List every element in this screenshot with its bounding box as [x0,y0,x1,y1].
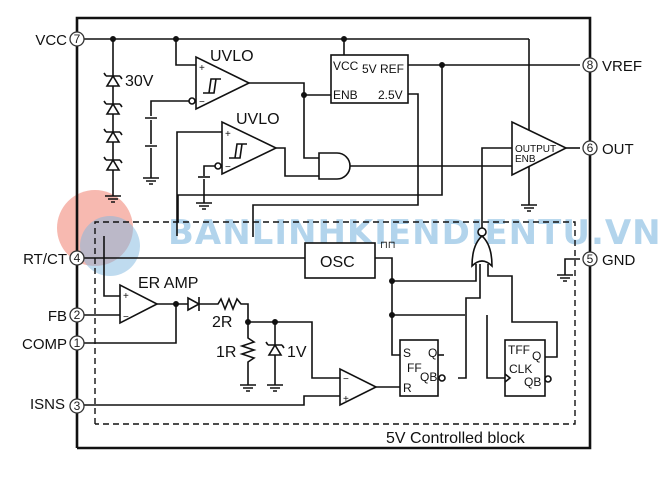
uvlo-comparator-1: UVLO + − [143,39,331,185]
oscillator: OSC ⊓⊓ [84,240,505,379]
svg-text:ENB: ENB [333,88,358,102]
controlled-block-outline [94,221,576,425]
svg-text:ER AMP: ER AMP [138,275,198,292]
pin-rt-ct: 4 RT/CT [23,250,85,268]
svg-text:QB: QB [524,375,541,389]
svg-text:7: 7 [74,32,81,46]
svg-text:2: 2 [74,308,81,322]
svg-text:2.5V: 2.5V [378,88,403,102]
svg-text:R: R [403,381,412,395]
svg-text:VCC: VCC [35,32,67,49]
svg-text:TFF: TFF [508,343,530,357]
error-amplifier: ER AMP + − 2R 1R 1V [84,236,340,392]
svg-text:UVLO: UVLO [236,111,280,128]
svg-text:OSC: OSC [320,254,355,271]
svg-text:OUTPUT: OUTPUT [515,144,556,155]
pin-isns: 3 ISNS [30,396,85,414]
svg-text:FF: FF [407,361,422,375]
svg-text:ENB: ENB [515,154,536,165]
svg-text:+: + [123,291,129,302]
svg-text:−: − [343,374,349,385]
svg-text:RT/CT: RT/CT [23,251,67,268]
svg-text:6: 6 [587,141,594,155]
svg-text:−: − [225,162,231,173]
svg-text:COMP: COMP [22,336,67,353]
svg-text:+: + [225,129,231,140]
svg-text:OUT: OUT [602,141,634,158]
and-gate [318,152,512,180]
svg-text:ISNS: ISNS [30,396,65,413]
pin-fb: 2 FB [48,307,85,325]
svg-text:+: + [343,394,349,405]
svg-text:2R: 2R [212,314,232,331]
controlled-block-label: 5V Controlled block [386,430,526,447]
svg-text:Q: Q [532,349,541,363]
svg-text:4: 4 [74,251,81,265]
svg-text:+: + [199,63,205,74]
svg-text:⊓⊓: ⊓⊓ [380,240,396,251]
svg-text:FB: FB [48,308,67,325]
svg-text:1R: 1R [216,344,236,361]
svg-text:8: 8 [587,58,594,72]
output-driver: OUTPUT ENB [481,120,580,228]
svg-text:1: 1 [74,336,81,350]
or-gate [392,227,558,379]
svg-text:S: S [403,346,411,360]
pin-vcc: 7 VCC [35,31,85,49]
pin-out: 6 OUT [582,140,634,158]
svg-text:UVLO: UVLO [210,48,254,65]
zener-stack: 30V [103,39,154,203]
pin-comp: 1 COMP [22,335,85,353]
svg-text:GND: GND [602,252,636,269]
pin-gnd: 5 GND [582,251,636,269]
pin-vref: 8 VREF [582,57,642,75]
svg-text:VREF: VREF [602,58,642,75]
svg-text:1V: 1V [287,344,307,361]
svg-text:5V REF: 5V REF [362,62,404,76]
svg-text:5: 5 [587,252,594,266]
package-outline [75,16,592,450]
svg-text:Q: Q [428,346,437,360]
svg-text:−: − [199,97,205,108]
svg-text:CLK: CLK [509,362,532,376]
pwm-comparator: − + [84,367,400,407]
svg-text:−: − [123,312,129,323]
reference-block: VCC 5V REF ENB 2.5V [177,54,580,237]
watermark-text: BANLINHKIENDIENTU.VN [168,213,662,253]
svg-text:VCC: VCC [333,59,359,73]
svg-text:3: 3 [74,399,81,413]
sr-flip-flop: S Q FF QB R [399,339,446,397]
zener-label: 30V [125,73,154,90]
svg-text:QB: QB [420,370,437,384]
uvlo-comparator-2: UVLO + − [176,111,319,236]
t-flip-flop: TFF Q CLK QB [504,339,552,397]
